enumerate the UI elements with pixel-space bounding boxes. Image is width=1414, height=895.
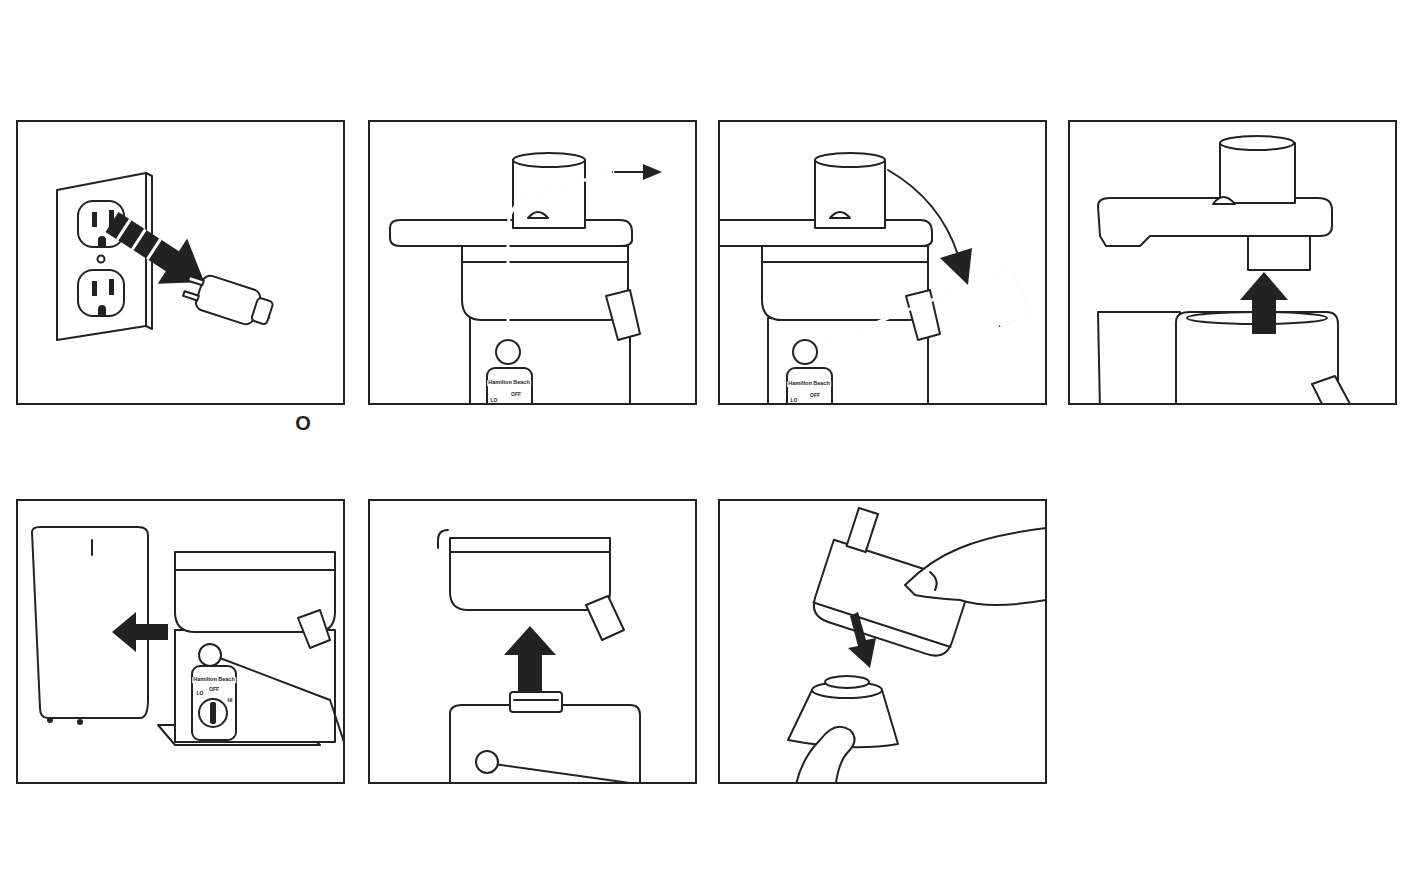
switch-marking: OFF (208, 687, 220, 692)
brand-name: Hamilton Beach (787, 381, 831, 387)
switch-marking: LO (790, 398, 799, 403)
switch-marking: HI (227, 698, 234, 703)
lower-arm-panel (710, 153, 1032, 418)
switch-marking: LO (196, 691, 205, 696)
release-arm-panel (390, 153, 662, 418)
symbol-mark: O (295, 413, 311, 433)
separate-filter-panel (788, 504, 1046, 790)
remove-pulp-container-panel (32, 527, 350, 760)
switch-marking: OFF (809, 393, 821, 398)
switch-marking: OFF (510, 392, 522, 397)
brand-name: Hamilton Beach (192, 677, 236, 683)
unplug-panel (57, 173, 350, 375)
lift-lid-panel (1098, 136, 1350, 410)
switch-marking: LO (490, 398, 499, 403)
lift-bowl-panel (438, 530, 680, 790)
brand-name: Hamilton Beach (487, 380, 531, 386)
